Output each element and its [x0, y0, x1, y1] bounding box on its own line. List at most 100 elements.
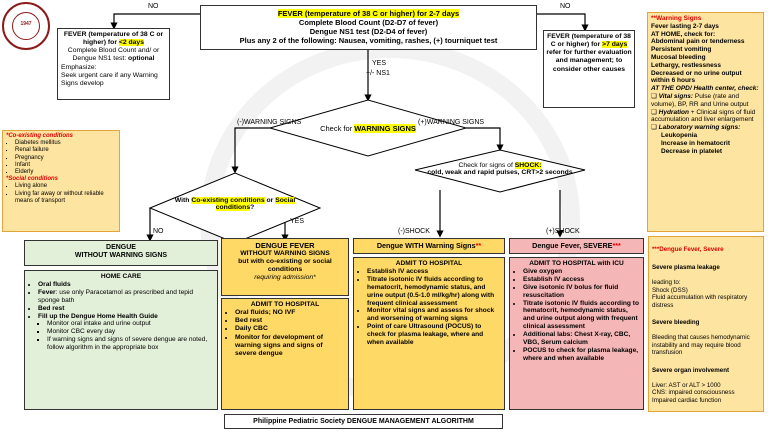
- warning-sign-item: Abdominal pain or tenderness: [651, 38, 745, 46]
- fever-plus-line: Plus any 2 of the following: Nausea, vom…: [239, 36, 498, 45]
- label-yes-top: YES: [372, 60, 387, 67]
- col3-admit-title: ADMIT TO HOSPITAL: [395, 260, 463, 267]
- lab-warning-item: Increase in hematocrit: [661, 139, 730, 147]
- col2-head2: WITHOUT WARNING SIGNS: [240, 250, 330, 257]
- coexisting-item: Elderly: [15, 169, 116, 176]
- home-care-item-bold: Oral fluids: [38, 280, 71, 288]
- label-no-left: NO: [148, 3, 159, 10]
- severe-s3: Severe organ involvement: [652, 367, 730, 374]
- warning-sign-check: ❏ Laboratory warning signs:: [651, 124, 760, 132]
- col3-item: Establish IV access: [367, 268, 500, 276]
- seal-inner-ring: [12, 12, 40, 40]
- col2-admit-box: ADMIT TO HOSPITAL Oral fluids; NO IVFBed…: [221, 298, 349, 410]
- check-head: Vital signs:: [658, 92, 694, 100]
- home-care-title: HOME CARE: [100, 273, 142, 280]
- social-title: *Social conditions: [6, 176, 59, 183]
- warning-sign-item: AT HOME, check for:: [651, 30, 716, 38]
- coex-c: or: [264, 197, 276, 204]
- home-care-item-text: : use only Paracetamol as prescribed and…: [38, 288, 194, 304]
- coexisting-item: Diabetes mellitus: [15, 140, 116, 147]
- shock-check-text: Check for signs of SHOCK:cold, weak and …: [425, 162, 575, 176]
- warning-sign-check: ❏ Vital signs: Pulse (rate and volume), …: [651, 93, 760, 109]
- home-care-item: Fill up the Dengue Home Health GuideMoni…: [38, 313, 213, 353]
- fever-over-7-days-box: FEVER (temperature of 38 C or higher) fo…: [543, 30, 635, 108]
- col4-stars: ***: [612, 241, 621, 250]
- label-yes-bottom: YES: [290, 218, 305, 225]
- warning-sign-item: Persistent vomiting: [651, 46, 712, 54]
- col3-stars: **: [475, 241, 482, 250]
- coex-a: With: [174, 197, 192, 204]
- dengue-fever-coex-header: DENGUE FEVER WITHOUT WARNING SIGNS but w…: [221, 238, 349, 296]
- col4-item: Additional labs: Chest X-ray, CBC, VBG, …: [523, 331, 639, 347]
- coexisting-title: *Co-existing conditions: [6, 133, 74, 139]
- home-care-list: Oral fluidsFever: use only Paracetamol a…: [29, 281, 213, 352]
- fever-cbc-line: Complete Blood Count (D2-D7 of fever): [298, 18, 439, 27]
- dengue-without-ws-header: DENGUE WITHOUT WARNING SIGNS: [24, 240, 218, 266]
- col2-admit-title: ADMIT TO HOSPITAL: [250, 301, 320, 308]
- home-care-item: Fever: use only Paracetamol as prescribe…: [38, 289, 213, 305]
- home-care-subitem: If warning signs and signs of severe den…: [47, 336, 213, 352]
- check-head: Laboratory warning signs:: [658, 124, 741, 132]
- warning-sign-item: Lethargy, restlessness: [651, 61, 721, 69]
- check-head: Hydration: [658, 108, 689, 116]
- seal-year: 1947: [20, 21, 32, 27]
- checkbox-icon: ❏: [651, 124, 659, 132]
- left-fever-seek-care: Seek urgent care if any Warning Signs de…: [61, 71, 158, 87]
- col2-head4: requiring admission*: [254, 274, 316, 282]
- severe-title: ***Dengue Fever, Severe: [652, 246, 724, 254]
- warning-signs-title: **Warning Signs: [651, 15, 702, 22]
- col2-item: Bed rest: [235, 317, 344, 325]
- home-care-item: Oral fluids: [38, 281, 213, 289]
- col4-item: Titrate isotonic IV fluids according to …: [523, 300, 639, 332]
- home-care-fill: Fill up the: [38, 312, 71, 320]
- col4-item: Give oxygen: [523, 268, 639, 276]
- coex-b: Co-existing conditions: [191, 197, 265, 204]
- coex-e: ?: [250, 204, 255, 211]
- coexisting-conditions-panel: *Co-existing conditions Diabetes mellitu…: [2, 130, 120, 232]
- col4-item: POCUS to check for plasma leakage, where…: [523, 347, 639, 363]
- left-fever-days: <2 days: [118, 39, 144, 47]
- warning-sign-item: Mucosal bleeding: [651, 53, 706, 61]
- col4-item: Give isotonic IV bolus for fluid resusci…: [523, 284, 639, 300]
- label-no-bottom: NO: [153, 228, 164, 235]
- col4-head: Dengue Fever, SEVERE: [532, 241, 613, 250]
- fever-ns1-line: Dengue NS1 test (D2-D4 of fever): [309, 27, 428, 36]
- lab-warning-item: Leukopenia: [661, 131, 698, 139]
- label-no-right: NO: [560, 3, 571, 10]
- col3-head: Dengue WITH Warning Signs: [376, 241, 476, 250]
- col3-item: Monitor vital signs and assess for shock…: [367, 307, 500, 323]
- col2-item: Daily CBC: [235, 325, 344, 333]
- label-minus-shock: (-)SHOCK: [398, 228, 430, 235]
- home-care-item-bold: Fever: [38, 288, 56, 296]
- col3-admit-box: ADMIT TO HOSPITAL Establish IV accessTit…: [353, 257, 505, 410]
- home-care-item-bold: Bed rest: [38, 304, 65, 312]
- col3-item: Titrate isotonic IV fluids according to …: [367, 276, 500, 308]
- warning-signs-opd: AT THE OPD/ Health center, check:: [651, 85, 759, 93]
- society-seal: 1947: [2, 2, 50, 50]
- right-fever-days: >7 days: [602, 41, 628, 49]
- dengue-severe-header: Dengue Fever, SEVERE***: [509, 238, 644, 254]
- severe-dengue-panel: ***Dengue Fever, Severe Severe plasma le…: [648, 236, 764, 412]
- checkbox-icon: ❏: [651, 92, 659, 100]
- home-care-item: Bed rest: [38, 305, 213, 313]
- left-fever-text: FEVER (temperature of 38 C or higher) fo…: [63, 31, 164, 47]
- col2-item: Oral fluids; NO IVF: [235, 309, 344, 317]
- check-warning-signs-text: Check for WARNING SIGNS: [290, 124, 446, 133]
- warning-sign-check: ❏ Hydration + Clinical signs of fluid ac…: [651, 109, 760, 125]
- coexisting-list: Diabetes mellitusRenal failurePregnancyI…: [6, 140, 116, 176]
- fever-under-2-days-box: FEVER (temperature of 38 C or higher) fo…: [57, 28, 170, 100]
- col3-item: Point of care Ultrasound (POCUS) to chec…: [367, 323, 500, 347]
- check-body: Pulse (rate and volume), BP, RR and Urin…: [651, 92, 749, 108]
- check-ws-keyword: WARNING SIGNS: [354, 124, 416, 133]
- check-body: + Clinical signs of fluid accumulation a…: [651, 108, 756, 124]
- col3-list: Establish IV accessTitrate isotonic IV f…: [358, 268, 500, 347]
- home-care-guide: Dengue Home Health Guide: [70, 312, 158, 320]
- social-list: Living aloneLiving far away or without r…: [6, 183, 116, 205]
- lab-warning-item: Decrease in platelet: [661, 147, 723, 155]
- col4-admit-title: ADMIT TO HOSPITAL with ICU: [529, 260, 624, 267]
- label-plus-shock: (+)SHOCK: [546, 228, 580, 235]
- left-fever-tests: Complete Blood Count and/ or Dengue NS1 …: [67, 47, 160, 63]
